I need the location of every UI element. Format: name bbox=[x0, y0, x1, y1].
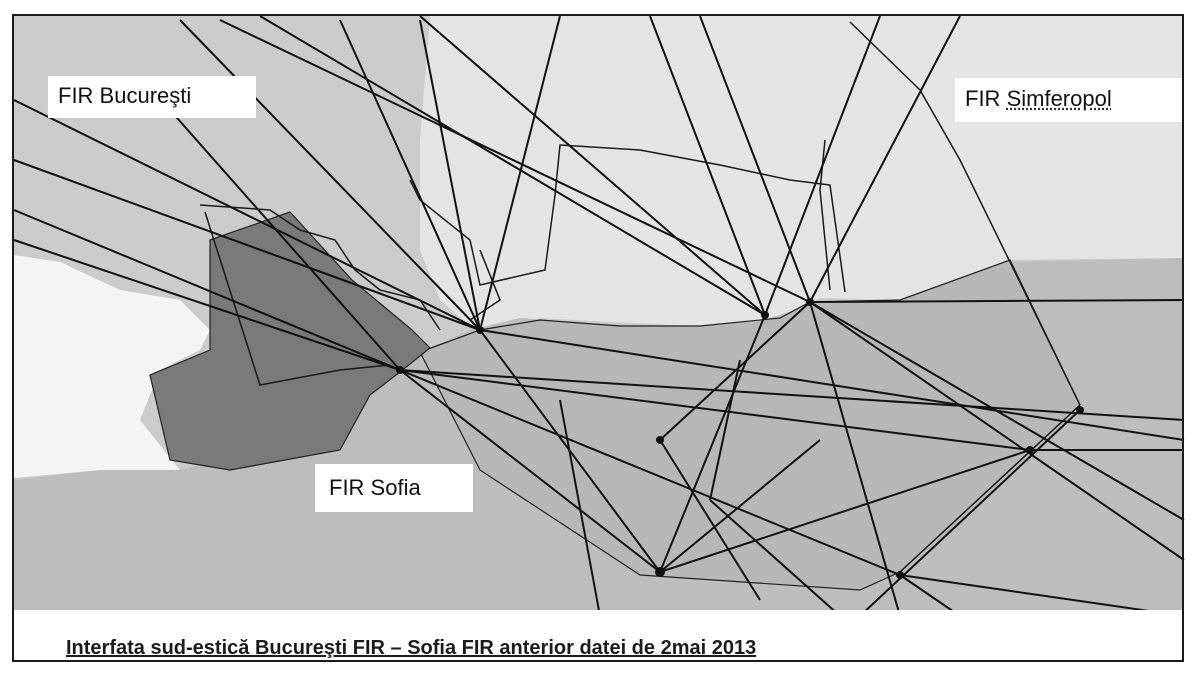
fir-simferopol-prefix: FIR bbox=[965, 86, 1007, 111]
fir-bucuresti-label: FIR Bucureşti bbox=[48, 76, 256, 118]
fir-boundaries bbox=[199, 21, 1081, 573]
fir-simferopol-label: FIR Simferopol bbox=[955, 78, 1185, 122]
caption-background bbox=[13, 610, 1189, 662]
fir-sofia-label: FIR Sofia bbox=[315, 464, 473, 512]
fir-sofia-airspace bbox=[419, 259, 1081, 591]
dark-sector-polygon bbox=[149, 211, 431, 471]
fir-simferopol-name: Simferopol bbox=[1006, 86, 1112, 111]
map-caption: Interfata sud-estică Bucureşti FIR – Sof… bbox=[66, 637, 757, 659]
air-routes bbox=[13, 15, 1185, 617]
waypoints bbox=[396, 298, 1084, 579]
white-patch-left bbox=[14, 255, 210, 478]
